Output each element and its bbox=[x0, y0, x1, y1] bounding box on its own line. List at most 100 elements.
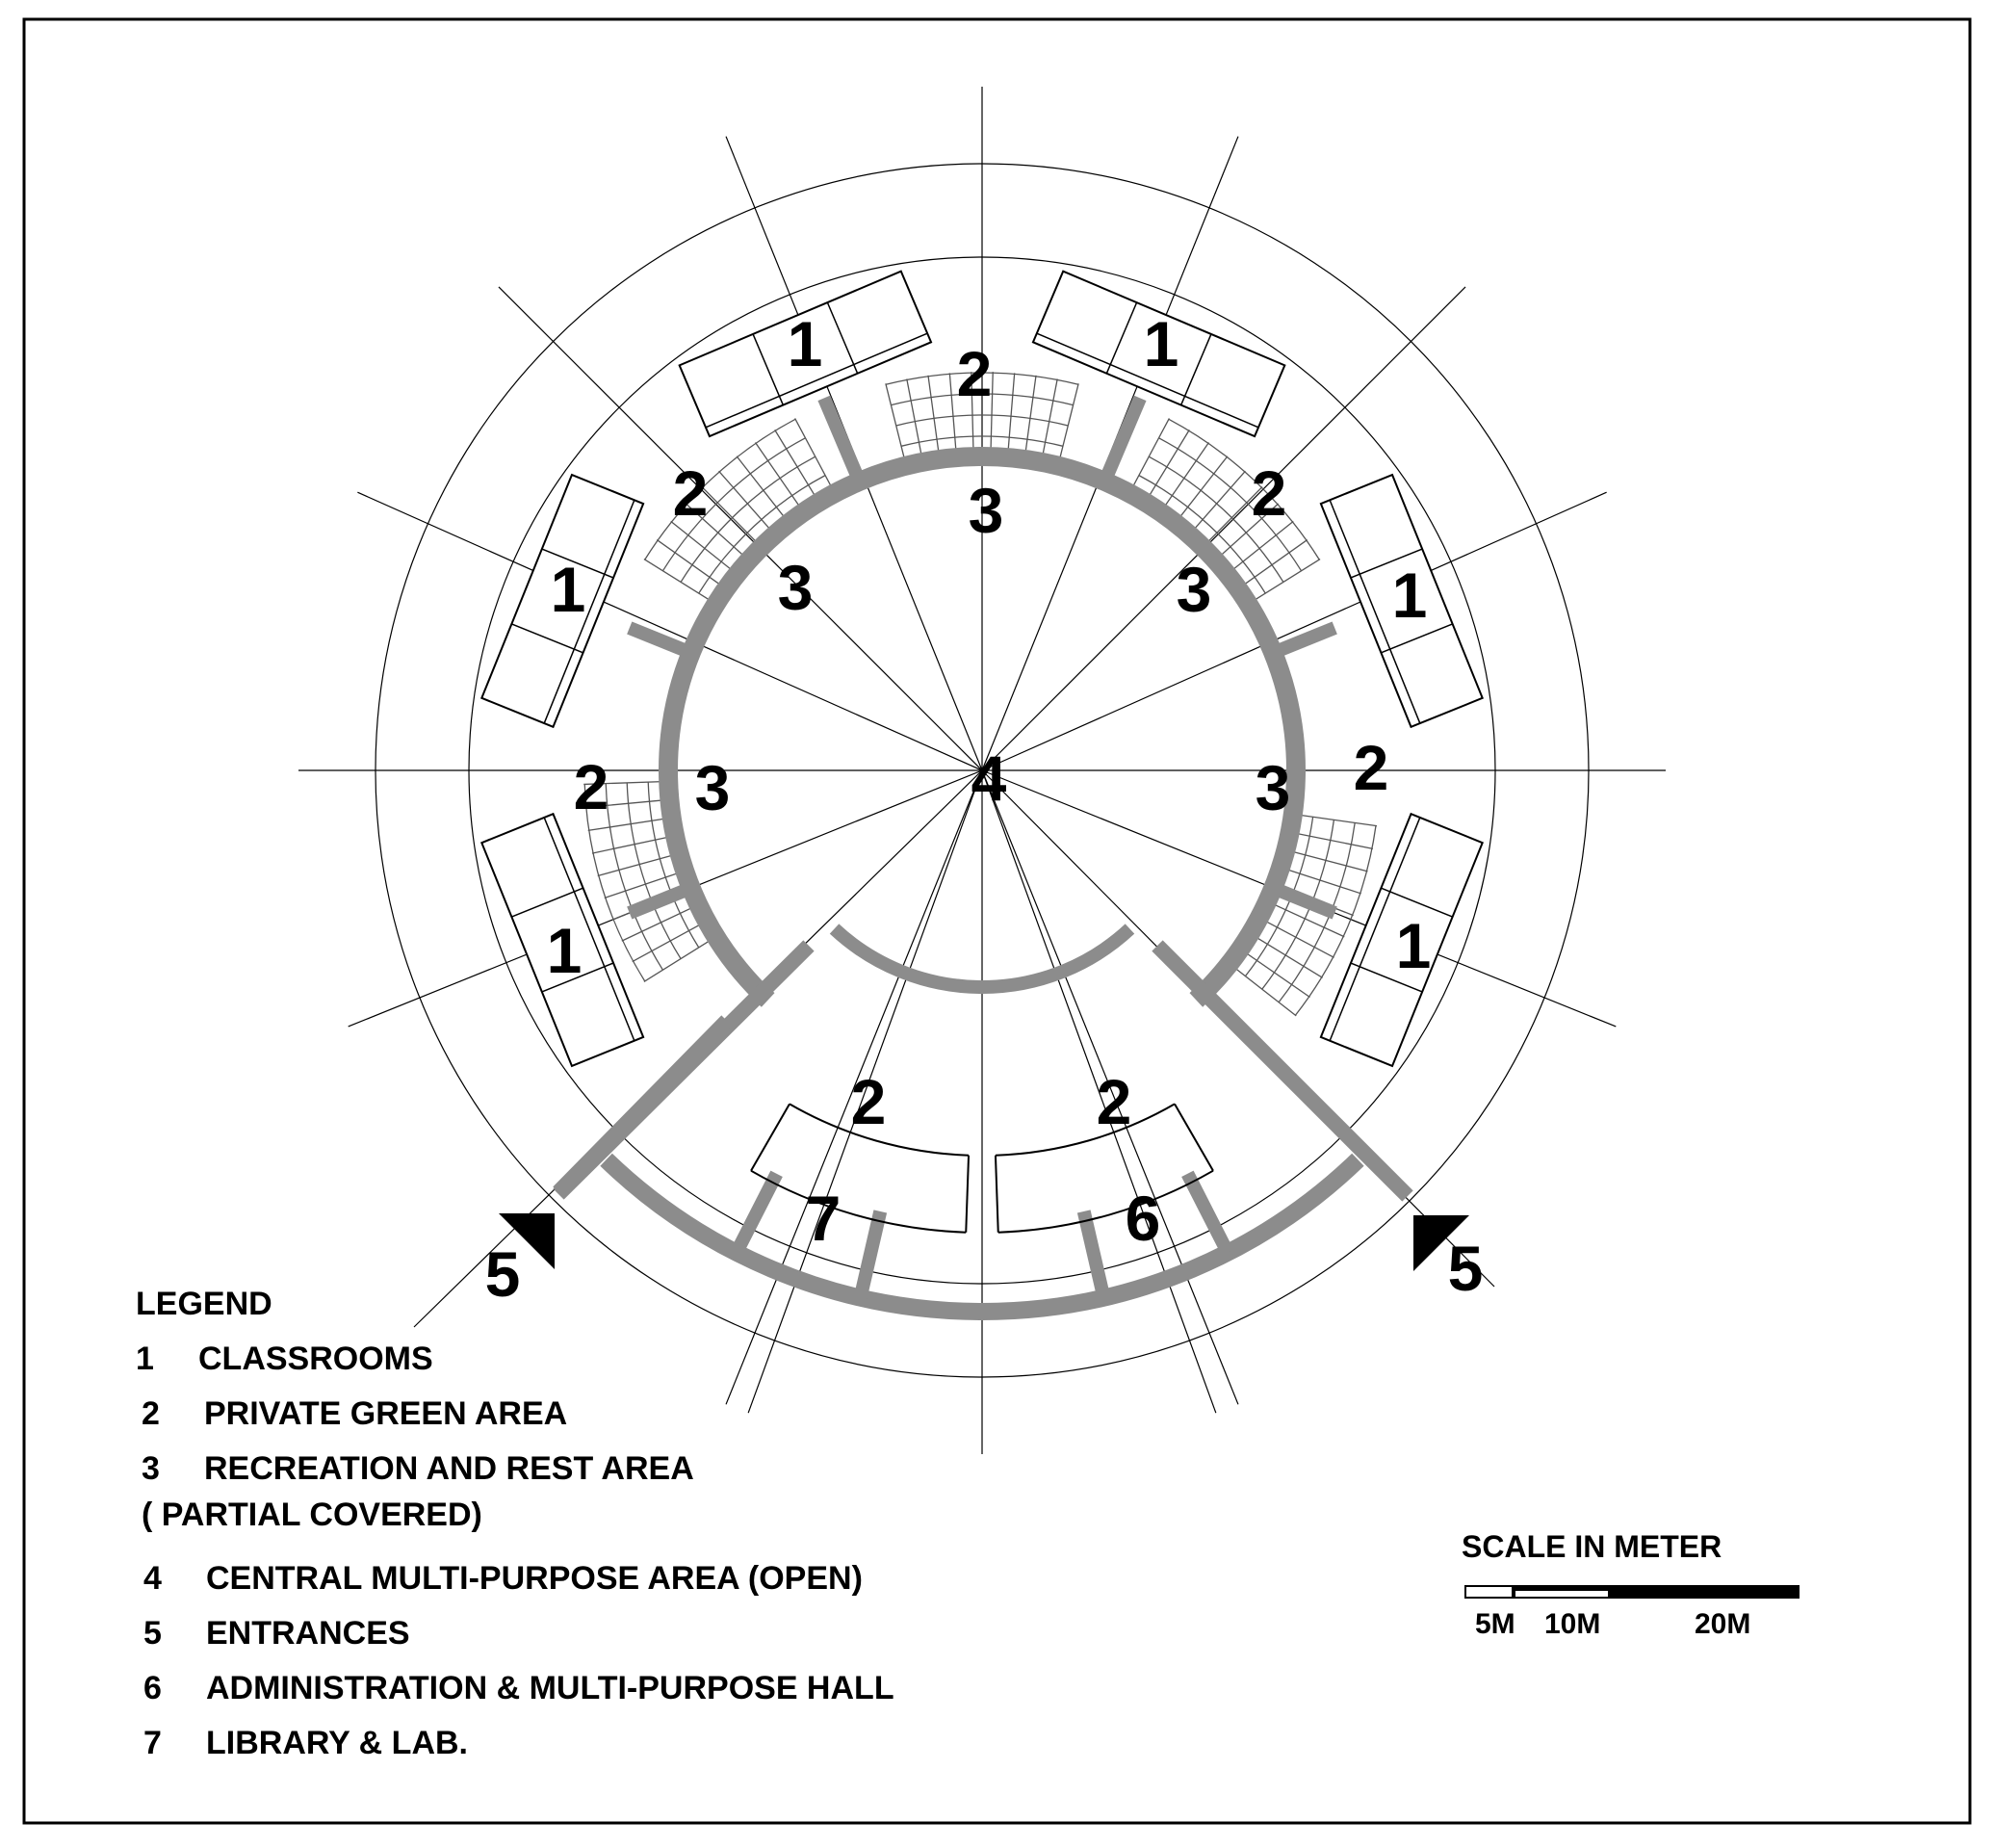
south-wing-rooms bbox=[750, 1103, 1214, 1234]
radial-guide-line bbox=[747, 769, 983, 1414]
room-wall bbox=[994, 1155, 999, 1233]
green-area-label: 2 bbox=[851, 1066, 887, 1137]
partition-wall bbox=[853, 1210, 888, 1300]
green-area-label: 2 bbox=[574, 751, 609, 822]
classroom-divider bbox=[1350, 548, 1423, 579]
green-area-label: 2 bbox=[673, 457, 709, 529]
scale-bar bbox=[1464, 1585, 1800, 1599]
grid-arc bbox=[1148, 455, 1284, 583]
classroom-divider bbox=[541, 962, 614, 993]
classroom-divider bbox=[1350, 962, 1423, 993]
legend-item-label: CENTRAL MULTI-PURPOSE AREA (OPEN) bbox=[206, 1560, 863, 1597]
legend-item-number: 3 bbox=[142, 1450, 160, 1487]
radial-guide-line bbox=[981, 769, 1239, 1405]
recreation-area-label: 3 bbox=[1177, 554, 1212, 625]
classroom-label: 1 bbox=[551, 554, 586, 625]
drawing-frame bbox=[22, 17, 1972, 1825]
corridor-wall bbox=[1098, 395, 1147, 484]
legend-title: LEGEND bbox=[136, 1286, 272, 1322]
classroom-corridor-line bbox=[705, 332, 928, 429]
classroom-corridor-line bbox=[1329, 499, 1421, 724]
corridor-wall bbox=[1270, 881, 1337, 920]
courtyard-south-wall bbox=[829, 924, 1135, 994]
legend-item-number: 7 bbox=[143, 1725, 162, 1761]
classroom-outline bbox=[1031, 270, 1286, 438]
partition-wall bbox=[1076, 1210, 1111, 1300]
radial-guide-line bbox=[981, 491, 1607, 771]
room-wall bbox=[965, 1155, 971, 1233]
partition-wall bbox=[1181, 1170, 1234, 1256]
classroom-divider bbox=[1105, 301, 1138, 375]
classroom-block bbox=[1319, 812, 1484, 1068]
room-wall bbox=[1174, 1103, 1214, 1172]
classroom-outline bbox=[1319, 812, 1484, 1068]
scale-title: SCALE IN METER bbox=[1462, 1529, 1722, 1564]
scale-segment bbox=[1608, 1587, 1798, 1597]
grid-arc bbox=[1168, 418, 1320, 560]
guide-lines bbox=[298, 87, 1666, 1454]
scale-segment bbox=[1512, 1587, 1515, 1597]
classroom-label: 1 bbox=[1396, 910, 1432, 981]
recreation-area-label: 3 bbox=[969, 475, 1004, 546]
classroom-divider bbox=[752, 333, 785, 405]
corridor-wall bbox=[1270, 621, 1337, 660]
entrance-label: 5 bbox=[1448, 1233, 1484, 1304]
grid-arc bbox=[1294, 825, 1377, 1016]
inner-ring-wall bbox=[659, 447, 1306, 1007]
classroom-blocks bbox=[480, 270, 1484, 1068]
corridor-wall bbox=[627, 621, 694, 660]
scale-tick-label: 5M bbox=[1475, 1608, 1515, 1640]
green-area-label: 2 bbox=[1354, 732, 1389, 803]
scale-bar-block: SCALE IN METER 5M 10M 20M bbox=[1462, 1529, 1800, 1640]
entrance-label: 5 bbox=[485, 1238, 521, 1310]
admin-hall-label: 6 bbox=[1126, 1183, 1161, 1254]
wing-side-wall bbox=[553, 1015, 733, 1198]
classroom-corridor-line bbox=[1036, 332, 1259, 429]
classroom-block bbox=[1319, 473, 1484, 729]
central-area-label: 4 bbox=[971, 742, 1007, 814]
library-lab-room bbox=[995, 1103, 1214, 1234]
legend-item-label: ENTRANCES bbox=[206, 1615, 410, 1652]
legend-item-label: RECREATION AND REST AREA bbox=[204, 1450, 694, 1487]
scale-segment bbox=[1466, 1587, 1512, 1597]
wing-side-wall bbox=[1152, 940, 1413, 1202]
scale-segment bbox=[1515, 1587, 1608, 1597]
legend-item: 4 CENTRAL MULTI-PURPOSE AREA (OPEN) bbox=[143, 1560, 863, 1598]
legend-item: 3 RECREATION AND REST AREA bbox=[142, 1450, 694, 1488]
classroom-block bbox=[480, 473, 645, 729]
green-area-label: 2 bbox=[957, 338, 993, 409]
classroom-corridor-line bbox=[543, 499, 635, 724]
legend-item-number: 2 bbox=[142, 1395, 160, 1432]
admin-hall-room bbox=[750, 1103, 970, 1234]
zone-labels: 1 1 1 1 1 1 2 2 2 2 2 2 2 3 3 3 3 3 4 5 … bbox=[485, 308, 1484, 1310]
legend-item: ( PARTIAL COVERED) bbox=[142, 1497, 482, 1534]
entrance-arrow-right bbox=[1413, 1215, 1469, 1271]
classroom-divider bbox=[826, 301, 859, 375]
green-area-label: 2 bbox=[1252, 457, 1287, 529]
legend-item-label: LIBRARY & LAB. bbox=[206, 1725, 468, 1761]
classroom-block bbox=[1031, 270, 1286, 438]
grid-arc bbox=[605, 783, 663, 971]
classroom-label: 1 bbox=[1144, 308, 1179, 379]
legend-item: 7 LIBRARY & LAB. bbox=[143, 1725, 468, 1762]
grid-arc bbox=[626, 782, 682, 959]
classroom-outline bbox=[480, 473, 645, 729]
legend-item-number: 1 bbox=[136, 1340, 154, 1377]
classroom-divider bbox=[511, 887, 583, 918]
partition-wall bbox=[730, 1170, 783, 1256]
scale-tick-label: 20M bbox=[1695, 1608, 1751, 1640]
radial-guide-line bbox=[981, 769, 1217, 1414]
classroom-block bbox=[480, 812, 645, 1068]
radial-guide-line bbox=[725, 769, 983, 1405]
classroom-outline bbox=[1319, 473, 1484, 729]
legend-item-label: ( PARTIAL COVERED) bbox=[142, 1497, 482, 1533]
legend-item-number: 5 bbox=[143, 1615, 162, 1652]
legend-item-number: 4 bbox=[143, 1560, 162, 1597]
classroom-corridor-line bbox=[543, 817, 635, 1042]
legend-item: 5 ENTRANCES bbox=[143, 1615, 410, 1653]
recreation-area-label: 3 bbox=[695, 752, 731, 823]
grid-arc bbox=[1158, 437, 1303, 572]
